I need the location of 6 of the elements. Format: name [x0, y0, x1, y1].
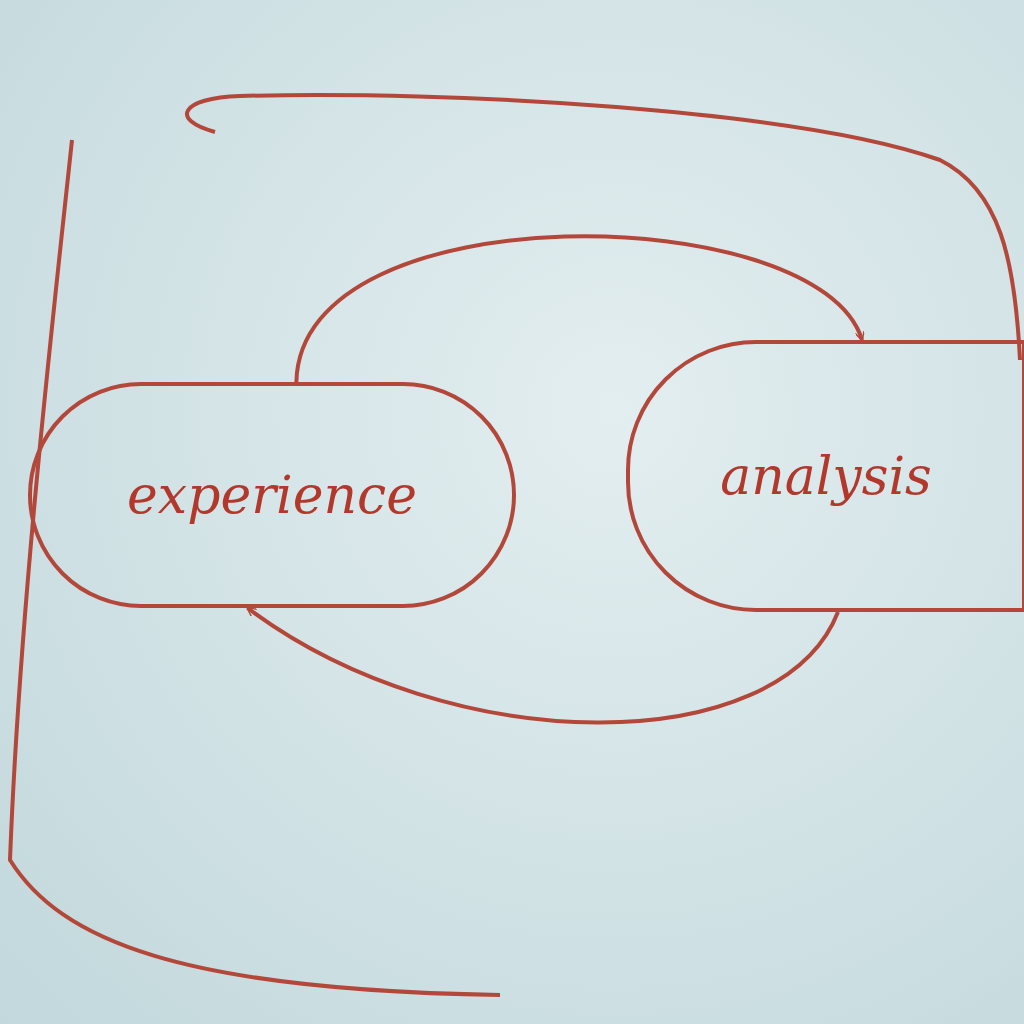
- node-label: analysis: [720, 446, 932, 506]
- curved-arrow: [246, 606, 840, 725]
- curved-arrow: [294, 234, 864, 383]
- node-label: experience: [127, 465, 417, 525]
- rounded-node: [626, 340, 1024, 612]
- rounded-node: [28, 382, 516, 608]
